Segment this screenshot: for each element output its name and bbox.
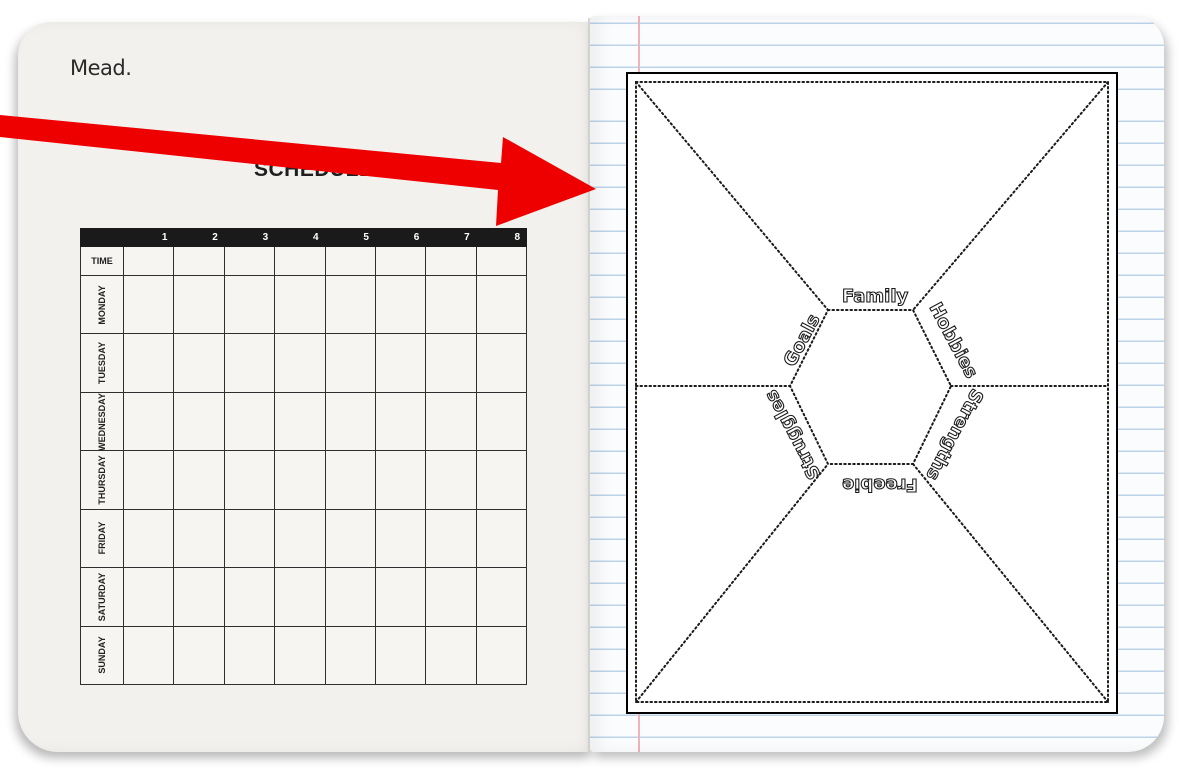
- red-arrow: [0, 0, 1179, 775]
- notebook-photo: Mead. SCHEDULE 1 2 3 4 5 6 7 8 TIMEMONDA…: [0, 0, 1179, 775]
